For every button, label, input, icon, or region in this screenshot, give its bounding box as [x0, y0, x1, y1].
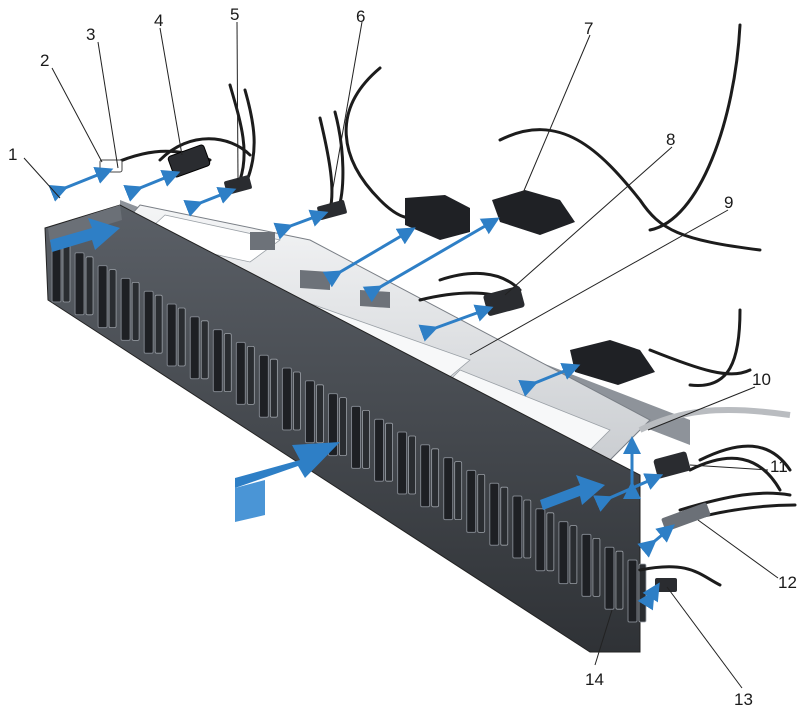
large-push-arrow-icon: [540, 475, 605, 510]
drive-connector-slot: [327, 393, 338, 457]
drive-connector-slot: [97, 265, 108, 329]
callout-2: 2: [40, 51, 49, 70]
drive-connector-slot: [558, 521, 569, 585]
drive-connector-slot-pin: [269, 358, 278, 418]
drive-connector-slot: [581, 533, 592, 597]
drive-connector-slot-pin: [200, 320, 209, 380]
drive-connector-slot: [420, 444, 431, 508]
drive-connector-slot-pin: [292, 371, 301, 431]
callout-14: 14: [585, 670, 604, 689]
drive-connector-slot-pin: [385, 422, 393, 482]
double-headed-arrow-icon: [322, 227, 416, 288]
drive-connector-slot: [281, 367, 292, 431]
double-headed-arrow-icon: [48, 166, 114, 202]
double-headed-arrow-icon: [362, 217, 500, 303]
drive-connector-slot: [397, 431, 408, 495]
drive-connector-slot: [120, 277, 131, 341]
connector-4: [167, 144, 211, 178]
callout-leaders: [23, 21, 779, 689]
drive-connector-slot-pin: [592, 538, 601, 597]
drive-connector-slot-pin: [246, 345, 255, 405]
drive-connector-slot-pin: [316, 384, 324, 444]
drive-connector-slot: [235, 341, 246, 405]
callout-3: 3: [86, 25, 95, 44]
drive-connector-slot-pin: [638, 563, 647, 623]
drive-connector-slot-pin: [154, 294, 163, 354]
drive-connector-slot-pin: [569, 525, 578, 584]
double-headed-arrow-icon: [123, 170, 181, 202]
drive-connector-slot-pin: [131, 281, 140, 341]
double-headed-arrow-icon: [183, 186, 237, 217]
callout-1: 1: [8, 145, 17, 164]
double-headed-arrow-icon: [637, 582, 660, 611]
callout-11: 11: [770, 457, 788, 476]
drive-connector-slot: [535, 508, 546, 572]
drive-connector-slot-pin: [108, 269, 117, 329]
drive-connector-slot-pin: [339, 397, 347, 457]
drive-connector-slot: [351, 405, 362, 469]
drive-connector-slot: [627, 559, 638, 623]
connector-8: [483, 286, 525, 316]
drive-connector-slot: [189, 316, 200, 380]
connector-6b: [405, 195, 470, 240]
callout-5: 5: [230, 5, 239, 24]
connect-arrows: [48, 166, 675, 611]
connector-12: [661, 502, 711, 532]
drive-connector-slot: [512, 495, 523, 559]
drive-connector-slot: [489, 482, 500, 546]
large-push-arrow-icon: [50, 218, 120, 252]
drive-connector-slot-pin: [546, 512, 555, 572]
callout-7: 7: [584, 19, 593, 38]
drive-connector-slot: [258, 354, 269, 418]
drive-connector-slot: [304, 380, 315, 444]
drive-connector-slot-pin: [408, 435, 417, 495]
drive-connector-slots: [51, 239, 647, 623]
drive-connector-slot: [212, 329, 223, 393]
callout-13: 13: [734, 690, 753, 709]
drive-connector-slot-pin: [362, 409, 370, 469]
callout-6: 6: [356, 7, 365, 26]
connector-11: [653, 451, 691, 479]
drive-connector-slot: [466, 469, 477, 533]
drive-connector-slot-pin: [62, 243, 71, 303]
large-push-arrow-icon: [235, 442, 340, 488]
ribbon-cable: [638, 407, 791, 433]
double-headed-arrow-icon: [593, 473, 664, 512]
drive-connector-slot-pin: [85, 256, 94, 316]
drive-connector-slot-pin: [523, 499, 532, 559]
install-arrows: [50, 218, 605, 522]
connector-2: [99, 159, 123, 173]
drive-connector-slot: [143, 290, 154, 354]
drive-connector-slot-pin: [431, 448, 440, 508]
connector-9b: [570, 340, 655, 385]
callout-4: 4: [154, 11, 163, 30]
callout-9: 9: [724, 193, 733, 212]
drive-connector-slot: [74, 252, 85, 316]
callout-12: 12: [778, 573, 797, 592]
double-headed-arrow-icon: [418, 304, 494, 342]
double-headed-arrow-icon: [273, 209, 329, 240]
drive-connector-slot-pin: [454, 461, 463, 521]
connector-7: [492, 190, 575, 235]
connector-13: [655, 578, 677, 592]
drive-connector-slot: [604, 546, 615, 610]
drive-connector-slot: [443, 457, 454, 521]
drive-connector-slot-pin: [177, 307, 186, 367]
callout-8: 8: [666, 130, 675, 149]
drive-connector-slot-pin: [477, 473, 486, 533]
drive-connector-slot-pin: [500, 486, 509, 546]
drive-connector-slot: [166, 303, 177, 367]
drive-connector-slot: [374, 418, 385, 482]
large-push-arrow-icon: [235, 480, 265, 522]
drive-connector-slot-pin: [223, 333, 232, 393]
callout-labels: 1 2 3 4 5 6 7 8 9 10 11 12 13 14: [8, 5, 797, 709]
drive-connector-slot-pin: [615, 550, 624, 610]
callout-10: 10: [752, 370, 771, 389]
double-headed-arrow-icon: [518, 363, 581, 397]
double-headed-arrow-icon: [637, 524, 675, 558]
